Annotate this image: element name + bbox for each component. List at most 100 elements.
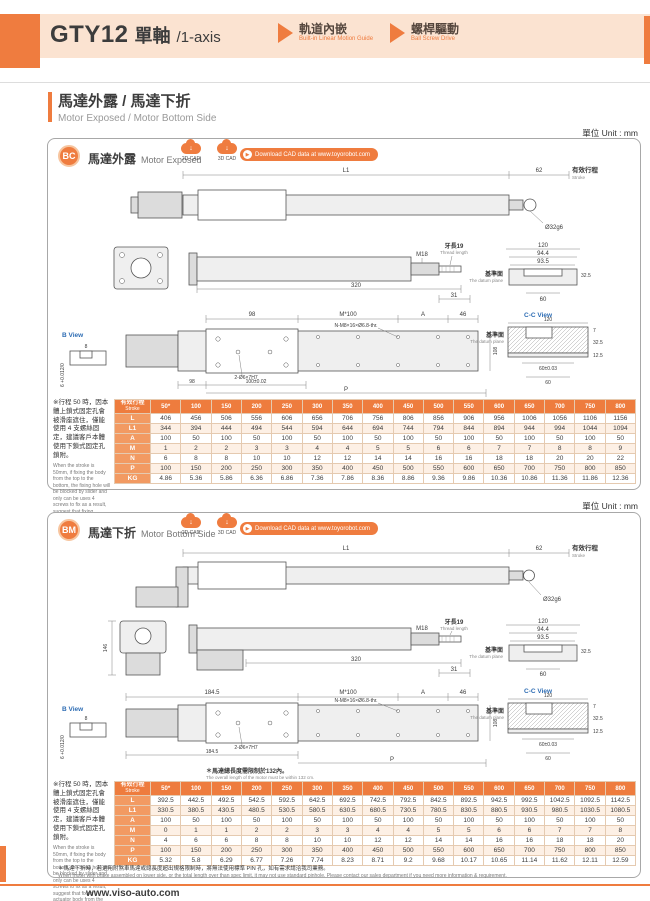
value-cell: 12 xyxy=(301,453,333,464)
value-cell: 894 xyxy=(483,423,515,434)
cad-2d-button[interactable]: ↓ 2D CAD xyxy=(178,513,204,536)
value-cell: 14 xyxy=(453,835,485,846)
value-cell: 250 xyxy=(240,845,273,856)
note-zh: ※行程 50 時，因本體上鎖式固定孔會被滑座遮住，僅能使用 4 支螺絲固定，建議… xyxy=(53,399,109,459)
value-cell: 550 xyxy=(422,463,455,474)
stroke-column-header: 500 xyxy=(422,399,455,414)
thread-label-en: Thread length xyxy=(440,250,468,255)
company-website-link[interactable]: www.viso-auto.com xyxy=(86,888,180,899)
value-cell: 456 xyxy=(180,413,212,424)
dim-320: 320 xyxy=(351,657,362,663)
value-cell: 100 xyxy=(331,433,364,444)
dim-nm8: N-M8×16×Ø6.8-thr. xyxy=(334,323,377,329)
row-label: P xyxy=(114,463,151,474)
download-cad-button[interactable]: ▶ Download CAD data at www.toyorobot.com xyxy=(240,148,379,161)
value-cell: 756 xyxy=(362,413,394,424)
cad-3d-button[interactable]: ↓ 3D CAD xyxy=(214,139,240,162)
stroke-column-header: 300 xyxy=(301,399,333,414)
dim-rod: Ø32g6 xyxy=(545,225,564,231)
arrow-right-icon xyxy=(278,23,293,44)
value-cell: 8 xyxy=(180,453,212,464)
stroke-column-header: 50* xyxy=(149,781,182,796)
value-cell: 100 xyxy=(574,433,606,444)
dim-cc60t: 60±0.03 xyxy=(539,742,557,748)
header-band: GTY12 單軸 /1-axis 軌道內嵌 Built-in Linear Mo… xyxy=(40,14,650,58)
value-cell: 6.29 xyxy=(210,855,242,866)
panel-title-en: Motor Bottom Side xyxy=(141,529,216,539)
cad-2d-button[interactable]: ↓ 2D CAD xyxy=(178,139,204,162)
value-cell: 11.14 xyxy=(513,855,546,866)
value-cell: 806 xyxy=(392,413,424,424)
dim-cc32-5: 32.5 xyxy=(593,340,603,346)
stroke-column-header: 50* xyxy=(149,399,182,414)
dim-146: 146 xyxy=(103,644,109,653)
footnote-en: When motor with brake assembled on lower… xyxy=(58,873,507,880)
value-cell: 2 xyxy=(180,443,212,454)
value-cell: 7.36 xyxy=(301,473,333,484)
drawing-p2-side-view: L1 62 有效行程 Stroke Ø32g6 xyxy=(135,543,599,608)
value-cell: 856 xyxy=(422,413,455,424)
stroke-column-header: 200 xyxy=(240,781,273,796)
value-cell: 1042.5 xyxy=(544,795,576,806)
stroke-column-header: 100 xyxy=(180,399,212,414)
dim-60: 60 xyxy=(540,672,547,678)
value-cell: 50 xyxy=(604,815,637,826)
download-cad-button[interactable]: ▶ Download CAD data at www.toyorobot.com xyxy=(240,522,379,535)
value-cell: 800 xyxy=(574,845,606,856)
row-label: KG xyxy=(114,855,151,866)
panel-motor-exposed: BC 馬達外露 Motor Exposed ↓ 2D CAD ↓ 3D CAD … xyxy=(47,138,641,528)
dim-93-5: 93.5 xyxy=(537,635,549,641)
value-cell: 594 xyxy=(301,423,333,434)
dim-31: 31 xyxy=(451,293,458,299)
dim-120: 120 xyxy=(538,243,549,249)
value-cell: 50 xyxy=(362,815,394,826)
section-title-zh: 馬達外露 / 馬達下折 xyxy=(58,93,191,110)
panel-title-zh: 馬達下折 xyxy=(88,526,137,540)
value-cell: 350 xyxy=(301,463,333,474)
dim-cc120: 120 xyxy=(544,317,553,323)
value-cell: 200 xyxy=(210,463,242,474)
panel-badge: BM xyxy=(58,519,80,541)
value-cell: 100 xyxy=(513,815,546,826)
cad-3d-button[interactable]: ↓ 3D CAD xyxy=(214,513,240,536)
dim-100: 100±0.02 xyxy=(246,379,267,385)
value-cell: 4 xyxy=(392,825,424,836)
cad-2d-label: 2D CAD xyxy=(181,156,201,162)
value-cell: 442.5 xyxy=(180,795,212,806)
row-label: L1 xyxy=(114,423,151,434)
header-accent-block xyxy=(0,14,40,68)
value-cell: 494 xyxy=(240,423,273,434)
value-cell: 100 xyxy=(149,845,182,856)
download-cad-label: Download CAD data at www.toyorobot.com xyxy=(255,151,371,158)
value-cell: 880.5 xyxy=(483,805,515,816)
dim-tolerance: 6 +0.012/0 xyxy=(60,735,66,759)
row-label: N xyxy=(114,453,151,464)
dim-dowel: 2-Ø6×7H7 xyxy=(234,375,257,381)
value-cell: 8 xyxy=(574,443,606,454)
value-cell: 22 xyxy=(604,453,637,464)
play-icon: ▶ xyxy=(243,150,252,159)
stroke-column-header: 600 xyxy=(483,781,515,796)
value-cell: 6 xyxy=(210,835,242,846)
stroke-column-header: 700 xyxy=(544,781,576,796)
value-cell: 330.5 xyxy=(149,805,182,816)
header-divider xyxy=(0,82,650,83)
value-cell: 450 xyxy=(362,463,394,474)
dim-rod: Ø32g6 xyxy=(543,597,562,603)
value-cell: 892.5 xyxy=(453,795,485,806)
footnote-zh: ＊馬達下折時，若選用附煞車馬達或總長度超出規格限制時，將無法使用標準 PIN 孔… xyxy=(58,866,329,872)
panel-badge: BC xyxy=(58,145,80,167)
value-cell: 150 xyxy=(180,463,212,474)
stroke-column-header: 550 xyxy=(453,399,485,414)
value-cell: 7 xyxy=(574,825,606,836)
dim-46: 46 xyxy=(460,690,467,696)
value-cell: 792.5 xyxy=(392,795,424,806)
value-cell: 992.5 xyxy=(513,795,546,806)
value-cell: 8.86 xyxy=(392,473,424,484)
dim-a: A xyxy=(421,690,425,696)
drawing-p1-top-view: B View 8 6 +0.012/0 98 M*100 A 46 N-M8×1… xyxy=(60,312,603,397)
